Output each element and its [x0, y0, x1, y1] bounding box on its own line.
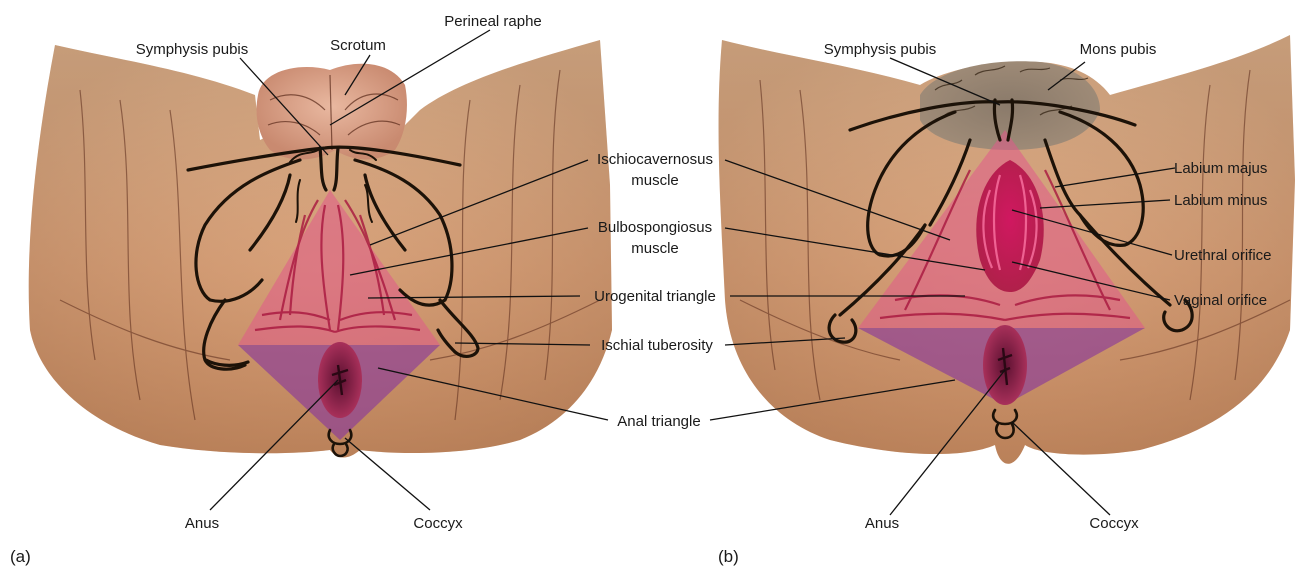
label-labium-minus: Labium minus: [1174, 192, 1267, 209]
label-bulbospongiosus-muscle: muscle: [631, 240, 679, 257]
panel-a-illustration: [29, 40, 612, 458]
panel-tag-b: (b): [718, 547, 739, 566]
label-ischiocavernosus: Ischiocavernosus: [597, 151, 713, 168]
label-labium-majus: Labium majus: [1174, 160, 1267, 177]
label-ischiocavernosus-muscle: muscle: [631, 172, 679, 189]
label-urethral-orifice: Urethral orifice: [1174, 247, 1272, 264]
label-ischial-tuberosity: Ischial tuberosity: [601, 337, 713, 354]
label-symphysis-pubis-a: Symphysis pubis: [136, 41, 249, 58]
label-scrotum: Scrotum: [330, 37, 386, 54]
label-anal-triangle: Anal triangle: [617, 413, 700, 430]
panel-tag-a: (a): [10, 547, 31, 566]
label-bulbospongiosus: Bulbospongiosus: [598, 219, 712, 236]
label-coccyx-b: Coccyx: [1089, 515, 1139, 532]
label-perineal-raphe: Perineal raphe: [444, 13, 542, 30]
label-symphysis-pubis-b: Symphysis pubis: [824, 41, 937, 58]
label-anus-a: Anus: [185, 515, 219, 532]
label-anus-b: Anus: [865, 515, 899, 532]
label-urogenital-triangle: Urogenital triangle: [594, 288, 716, 305]
label-coccyx-a: Coccyx: [413, 515, 463, 532]
label-mons-pubis: Mons pubis: [1080, 41, 1157, 58]
label-vaginal-orifice: Vaginal orifice: [1174, 292, 1267, 309]
